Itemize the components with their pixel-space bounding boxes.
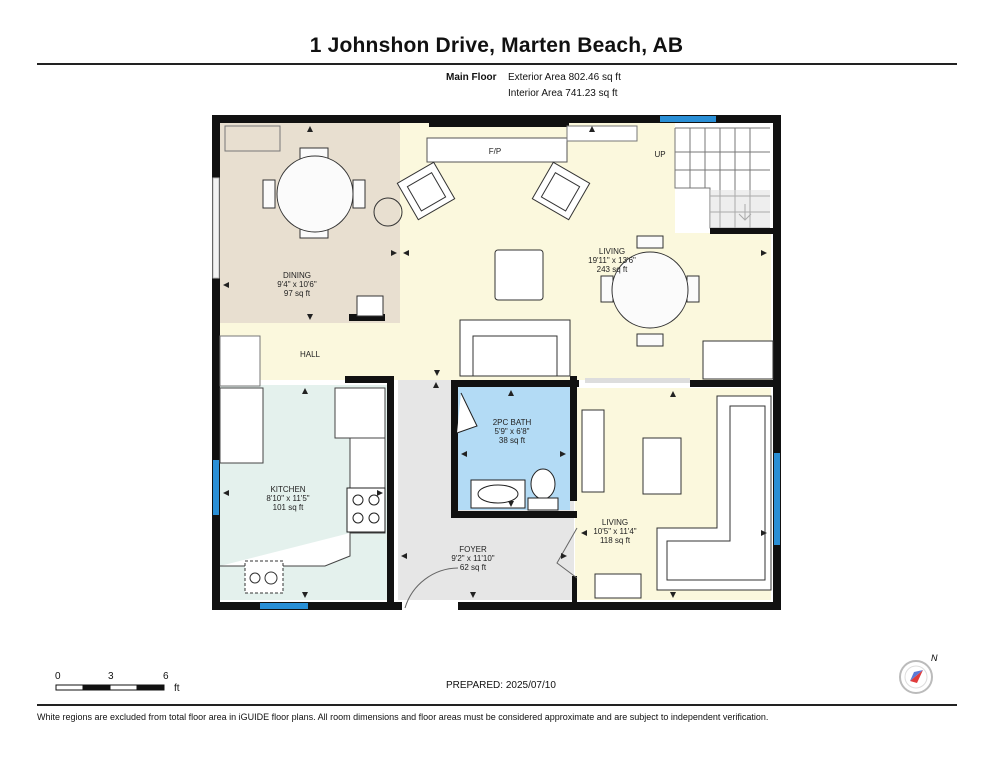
living-table-set [600,235,700,347]
fireplace [426,137,568,163]
dining-name: DINING [283,271,311,280]
fireplace-hearth [429,123,569,127]
foyer-name: FOYER [459,545,487,554]
bath-dims: 5'9" x 6'8" [495,427,530,436]
living-small-area-label: 118 sq ft [600,536,631,545]
dining-dims: 9'4" x 10'6" [277,280,317,289]
bath-fixtures [456,392,559,511]
kitchen-name: KITCHEN [270,485,305,494]
scale-label-6: 6 [163,671,169,682]
dimension-markers [223,126,767,598]
staircase [674,127,770,229]
plan-title: 1 Johnshon Drive, Marten Beach, AB [309,34,684,57]
living-main-area-label: 243 sq ft [597,265,628,274]
door-swings [404,527,578,609]
stairs-up-label: UP [654,150,665,159]
dining-cabinet [224,125,281,152]
interior-area: Interior Area 741.23 sq ft [508,88,618,99]
scale-unit: ft [174,683,180,694]
opening-divider [585,378,690,383]
sliding-door [212,177,220,279]
compass-north-label: N [931,653,938,663]
compass-icon: N [899,653,938,694]
kitchen-area-label: 101 sq ft [273,503,304,512]
floor-name: Main Floor [446,72,497,83]
kitchen-island-sink [244,560,284,594]
interior-walls [345,228,781,602]
sofa-main [459,319,571,377]
media-console [594,573,642,599]
plant-pot [373,197,403,227]
living-small-name: LIVING [602,518,628,527]
armchair-left [396,161,456,221]
living-small-dims: 10'5" x 11'4" [593,527,636,536]
windows [213,116,780,609]
prepared-date: PREPARED: 2025/07/10 [446,680,556,691]
exterior-area: Exterior Area 802.46 sq ft [508,72,621,83]
stair-landing [710,190,770,228]
counter-ledge [566,125,638,142]
footer-disclaimer: White regions are excluded from total fl… [37,712,769,722]
scale-label-3: 3 [108,671,114,682]
footer-divider [37,704,957,706]
sectional-sofa [656,395,772,591]
living-main-dims: 19'11" x 13'6" [588,256,636,265]
room-labels: DINING 9'4" x 10'6" 97 sq ft LIVING 19'1… [266,247,636,572]
coffee-table [642,437,682,495]
fireplace-label: F/P [489,147,501,156]
bath-area-label: 38 sq ft [499,436,526,445]
side-chair [581,409,605,493]
scale-bar [55,684,165,691]
floor-plan: F/P UP [212,115,781,610]
kitchen-dims: 8'10" x 11'5" [266,494,309,503]
hall-closet [219,335,261,387]
dining-table-set [262,147,366,239]
ottoman [494,249,544,301]
foyer-area-label: 62 sq ft [460,563,487,572]
header-divider [37,63,957,65]
dining-stool [356,295,384,317]
bath-name: 2PC BATH [493,418,532,427]
hall-name: HALL [300,350,321,359]
living-sideboard [702,340,774,380]
living-main-name: LIVING [599,247,625,256]
armchair-right [531,161,591,221]
foyer-dims: 9'2" x 11'10" [451,554,494,563]
dining-area-label: 97 sq ft [284,289,311,298]
stove [346,487,386,533]
scale-label-0: 0 [55,671,61,682]
